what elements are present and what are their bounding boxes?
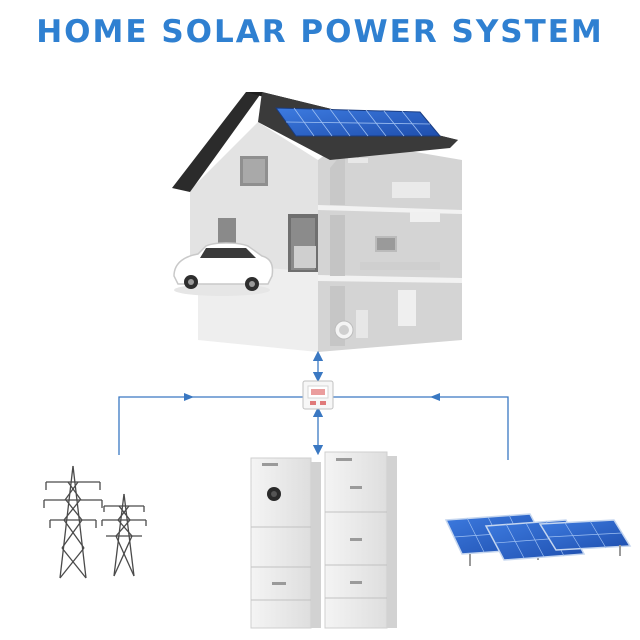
hybrid-inverter-switch-icon <box>303 381 333 409</box>
tall-pylon <box>44 466 102 578</box>
inverter-battery-stack <box>251 458 321 628</box>
grid-controller-link <box>119 397 303 455</box>
power-transmission-towers-icon <box>44 466 146 578</box>
panels-controller-link <box>333 397 508 460</box>
battery-stack <box>325 452 397 628</box>
short-pylon <box>102 494 146 576</box>
house-with-solar-roof-icon <box>172 92 462 352</box>
solar-panel-array-icon <box>446 514 630 566</box>
roof-solar-panels <box>276 108 440 136</box>
battery-storage-cabinets-icon <box>251 452 397 628</box>
